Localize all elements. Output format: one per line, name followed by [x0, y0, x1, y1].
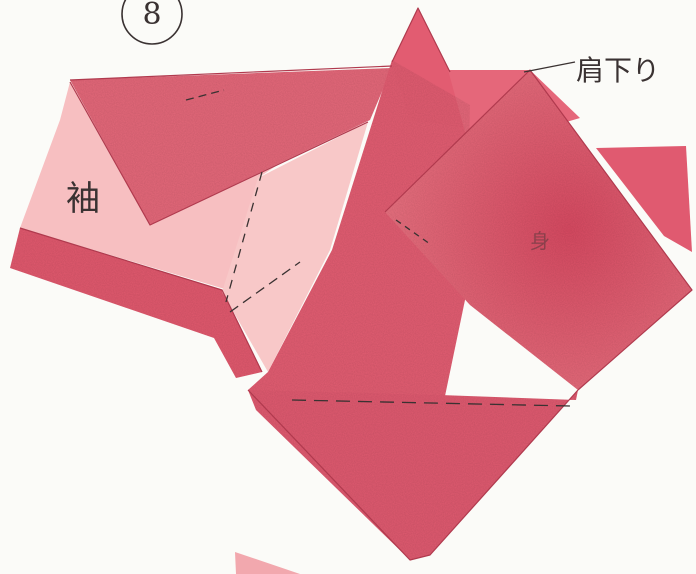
step-number: 8 — [142, 0, 161, 32]
sleeve-label: 袖 — [66, 179, 100, 219]
bottom-shard — [235, 552, 300, 574]
body-label: 身 — [530, 229, 550, 253]
shoulder-fold-label: 肩下り — [576, 54, 660, 87]
step-number-badge: 8 — [122, 0, 182, 44]
shoulder-pointer-line — [524, 62, 575, 72]
